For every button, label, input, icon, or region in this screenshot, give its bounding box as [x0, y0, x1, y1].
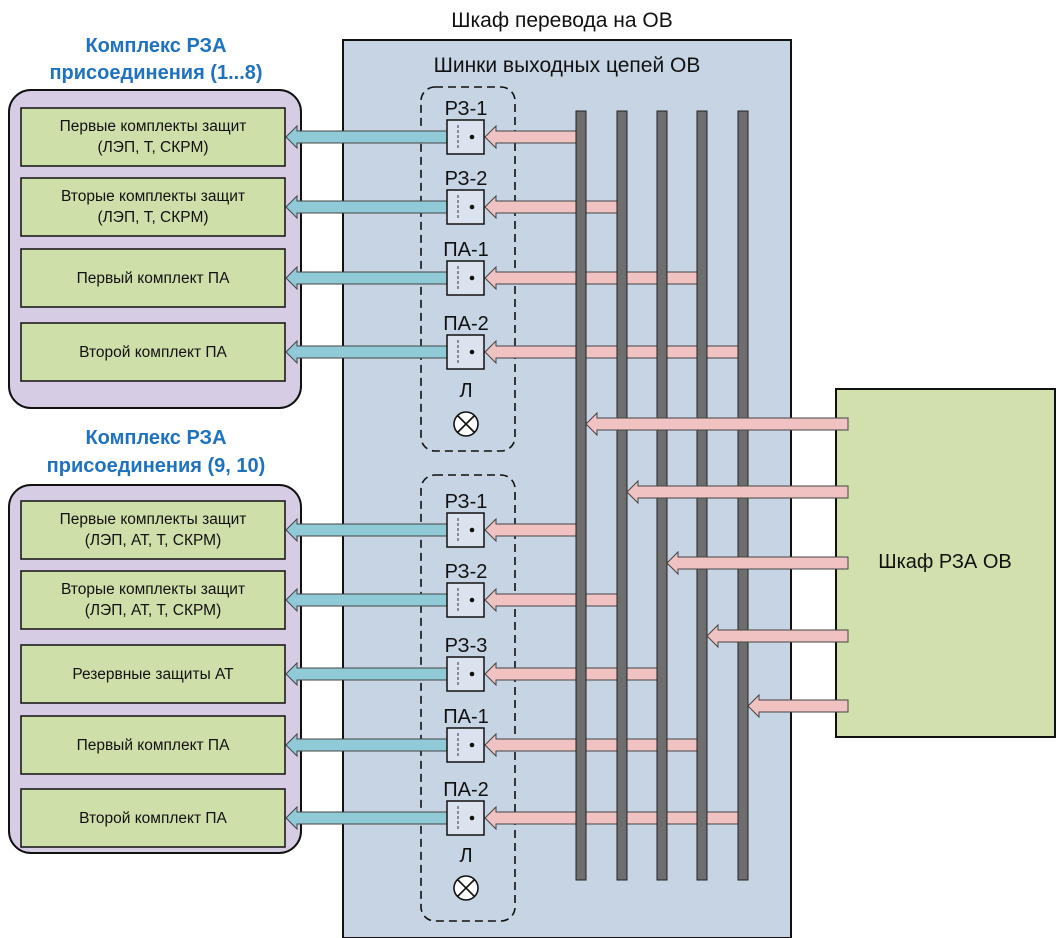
ext-feed-arrow-4: [706, 623, 849, 649]
bus-bar-2: [616, 110, 628, 881]
group1-lamp-label: Л: [459, 380, 472, 402]
ext-arrows-layer: [585, 411, 849, 719]
device-rows-layer: Первые комплекты защит (ЛЭП, Т, СКРМ) РЗ-1…: [20, 98, 489, 848]
group1-device-row: Первые комплекты защит (ЛЭП, Т, СКРМ) РЗ-1: [20, 98, 488, 167]
switch-contact: [469, 349, 475, 355]
bus-bar-1: [575, 110, 587, 881]
switch-body: [446, 260, 485, 296]
group2-switch-label: РЗ-3: [445, 635, 488, 657]
group2-switch-label: ПА-2: [443, 779, 489, 801]
group2-device-row: Вторые комплекты защит (ЛЭП, АТ, Т, СКРМ)…: [20, 561, 488, 630]
group2-device-box: [20, 715, 286, 775]
group1-device-label: (ЛЭП, Т, СКРМ): [97, 209, 208, 226]
group2-switch[interactable]: [446, 800, 485, 836]
group1-switch[interactable]: [446, 119, 485, 155]
group1-switch[interactable]: [446, 260, 485, 296]
group2-title-line1: Комплекс РЗА: [85, 427, 226, 449]
bus-label: Шинки выходных цепей ОВ: [434, 54, 701, 77]
group2-device-label: Вторые комплекты защит: [61, 581, 245, 598]
switch-body: [446, 334, 485, 370]
switch-body: [446, 512, 485, 548]
group1-switch-label: РЗ-1: [445, 98, 488, 120]
switch-contact: [469, 204, 475, 210]
group1-device-label: Второй комплект ПА: [79, 344, 227, 361]
group1-device-row: Второй комплект ПА ПА-2: [20, 313, 489, 382]
group2-device-row: Первый комплект ПА ПА-1: [20, 706, 489, 775]
ext-cabinet: [835, 388, 1056, 738]
ext-feed-arrow-5: [747, 693, 849, 719]
switch-contact: [469, 134, 475, 140]
bus-arrows-layer: [484, 124, 744, 831]
switch-contact: [469, 671, 475, 677]
switch-body: [446, 800, 485, 836]
lamp-cross: [456, 878, 476, 898]
group2-switch-label: ПА-1: [443, 706, 489, 728]
switch-body: [446, 582, 485, 618]
group1-device-label: Первый комплект ПА: [77, 270, 231, 287]
group1-device-box: [20, 177, 286, 237]
cabinet-title: Шкаф перевода на ОВ: [451, 9, 672, 32]
group1-device-row: Первый комплект ПА ПА-1: [20, 239, 489, 308]
group1-switch-label: ПА-1: [443, 239, 489, 261]
switch-contact: [469, 742, 475, 748]
switch-body: [446, 119, 485, 155]
ext-feed-arrow-2: [626, 479, 849, 505]
group1-device-box: [20, 322, 286, 382]
group2-device-box: [20, 500, 286, 560]
group2-device-row: Резервные защиты АТ РЗ-3: [20, 635, 488, 704]
group1-switch[interactable]: [446, 334, 485, 370]
group2-switch[interactable]: [446, 656, 485, 692]
switch-contact: [469, 597, 475, 603]
switch-body: [446, 727, 485, 763]
group1-switch-panel: [420, 86, 516, 452]
group2-switch-label: РЗ-2: [445, 561, 488, 583]
group1-device-row: Вторые комплекты защит (ЛЭП, Т, СКРМ) РЗ-2: [20, 168, 488, 237]
ext-feed-arrow-1: [585, 411, 849, 437]
group2-lamp-label: Л: [459, 845, 472, 867]
group2-lamp: Л: [453, 845, 479, 901]
group2-title-line2: присоединения (9, 10): [47, 455, 266, 477]
group2-switch[interactable]: [446, 512, 485, 548]
group1-lamp: Л: [453, 380, 479, 437]
group2-device-row: Первые комплекты защит (ЛЭП, АТ, Т, СКРМ)…: [20, 491, 488, 560]
switch-contact: [469, 815, 475, 821]
group2-device-row: Второй комплект ПА ПА-2: [20, 779, 489, 848]
group2-switch-label: РЗ-1: [445, 491, 488, 513]
group1-title-line1: Комплекс РЗА: [85, 35, 226, 57]
group2-device-box: [20, 788, 286, 848]
switch-contact: [469, 527, 475, 533]
group1-switch[interactable]: [446, 189, 485, 225]
group2-device-box: [20, 644, 286, 704]
group2-device-label: Первый комплект ПА: [77, 737, 231, 754]
group1-switch-label: РЗ-2: [445, 168, 488, 190]
group2-switch-panel: [420, 474, 516, 922]
group1-title-line2: присоединения (1...8): [49, 62, 262, 84]
switch-contact: [469, 275, 475, 281]
group1-device-label: (ЛЭП, Т, СКРМ): [97, 139, 208, 156]
group2-switch[interactable]: [446, 582, 485, 618]
lamps-layer: ЛЛ: [453, 380, 479, 901]
group2-device-label: (ЛЭП, АТ, Т, СКРМ): [85, 532, 222, 549]
group2-device-label: Резервные защиты АТ: [72, 666, 234, 683]
ext-cabinet-label: Шкаф РЗА ОВ: [878, 551, 1011, 573]
group2-device-label: Первые комплекты защит: [60, 511, 247, 528]
lamp-cross: [456, 414, 476, 434]
group2-device-box: [20, 570, 286, 630]
group2-device-label: (ЛЭП, АТ, Т, СКРМ): [85, 602, 222, 619]
switch-body: [446, 189, 485, 225]
switch-body: [446, 656, 485, 692]
group1-switch-label: ПА-2: [443, 313, 489, 335]
group1-device-label: Первые комплекты защит: [60, 118, 247, 135]
ext-feed-arrow-3: [666, 550, 849, 576]
group1-device-label: Вторые комплекты защит: [61, 188, 245, 205]
group1-device-box: [20, 248, 286, 308]
group1-device-box: [20, 107, 286, 167]
group2-switch[interactable]: [446, 727, 485, 763]
group2-device-label: Второй комплект ПА: [79, 810, 227, 827]
